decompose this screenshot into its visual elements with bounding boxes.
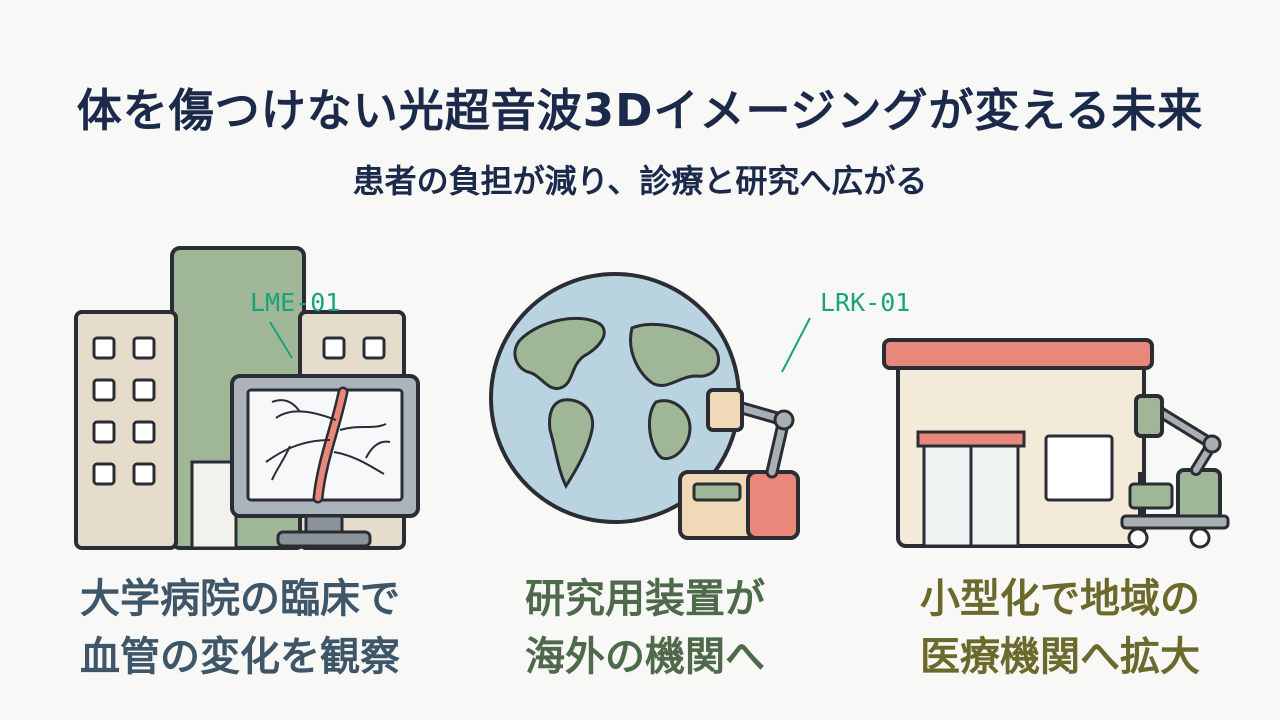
left-code-label: LME-01 <box>250 288 341 317</box>
caption-right-line1: 小型化で地域の <box>920 576 1200 622</box>
caption-left-line2: 血管の変化を観察 <box>80 634 400 680</box>
caption-left-line1: 大学病院の臨床で <box>80 576 400 622</box>
hospital-illustration <box>74 246 420 550</box>
middle-code-label: LRK-01 <box>820 288 911 317</box>
clinic-illustration <box>882 338 1230 549</box>
caption-right: 小型化で地域の 医療機関へ拡大 <box>860 570 1260 686</box>
device-side-panel <box>746 470 800 540</box>
caption-middle-line1: 研究用装置が <box>525 576 765 622</box>
monitor-stand <box>276 530 372 548</box>
caption-middle-line2: 海外の機関へ <box>525 634 765 680</box>
caption-middle: 研究用装置が 海外の機関へ <box>445 570 845 686</box>
clinic-roof <box>882 338 1154 370</box>
cart-base <box>1120 514 1230 530</box>
clinic-awning <box>916 430 1026 448</box>
page-subtitle: 患者の負担が減り、診療と研究へ広がる <box>352 162 928 200</box>
compact-device-probe <box>1134 394 1164 438</box>
caption-left: 大学病院の臨床で 血管の変化を観察 <box>40 570 440 686</box>
caption-right-line2: 医療機関へ拡大 <box>920 634 1200 680</box>
blood-vessel-image <box>315 389 346 501</box>
device-probe <box>706 388 744 432</box>
hospital-entrance <box>190 460 238 550</box>
middle-code-leader <box>781 317 811 373</box>
left-code-leader <box>269 321 293 359</box>
device-display <box>692 482 742 502</box>
cart-wheel <box>1127 527 1149 549</box>
globe-continents <box>513 316 720 490</box>
compact-device-tray <box>1128 482 1174 510</box>
page-title: 体を傷つけない光超音波3Dイメージングが変える未来 <box>76 84 1204 137</box>
cart-wheel <box>1189 527 1211 549</box>
globe-illustration <box>489 272 811 540</box>
hospital-left-building <box>74 310 178 550</box>
vessel-branches <box>265 399 391 481</box>
clinic-window <box>1044 434 1114 502</box>
hospital-windows <box>92 336 386 486</box>
